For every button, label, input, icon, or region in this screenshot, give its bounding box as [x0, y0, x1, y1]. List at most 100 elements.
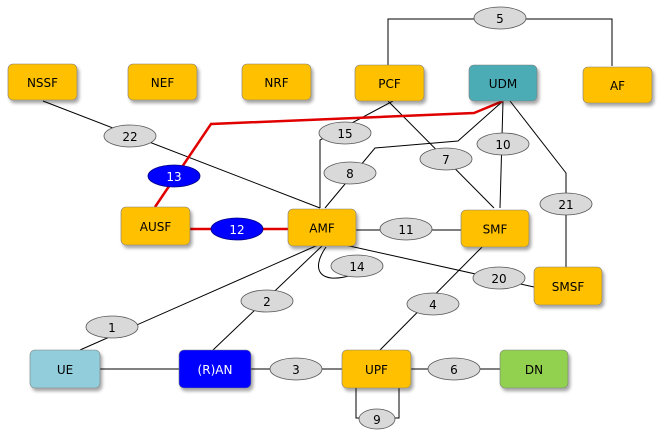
ref-point-5-label: 5 [496, 12, 504, 26]
nf-box-nrf: NRF [241, 63, 312, 101]
ref-point-3-label: 3 [292, 363, 300, 377]
ref-point-11-label: 11 [398, 223, 413, 237]
ref-point-15-shape [318, 121, 372, 145]
ref-point-22-label: 22 [122, 130, 137, 144]
ref-point-14-label: 14 [349, 260, 364, 274]
nf-box-amf-shape [287, 208, 357, 247]
ref-point-1-label: 1 [108, 321, 116, 335]
nf-label-pcf: PCF [378, 77, 401, 91]
ref-point-10: 10 [476, 132, 530, 156]
ref-point-15-label: 15 [337, 127, 352, 141]
ref-point-9-shape [358, 408, 396, 430]
ref-point-8: 8 [323, 161, 377, 185]
nf-box-pcf: PCF [354, 64, 425, 102]
nf-label-smf: SMF [483, 223, 508, 237]
ref-point-22-shape [103, 124, 157, 148]
nf-box-ausf: AUSF [120, 206, 191, 246]
link-nssf-amf [42, 100, 321, 209]
nf-box-upf-shape [341, 349, 412, 389]
ref-point-12-shape [210, 217, 264, 241]
nf-label-nrf: NRF [264, 76, 288, 90]
nf-box-upf: UPF [341, 349, 412, 389]
nf-box-smf-shape [460, 209, 530, 248]
nf-box-ausf-shape [120, 206, 191, 246]
ref-point-14: 14 [330, 254, 384, 278]
ref-point-8-shape [323, 161, 377, 185]
ref-point-1-shape [85, 315, 139, 339]
link-udm-smsf [509, 100, 567, 267]
nf-box-nrf-shape [241, 63, 312, 101]
ref-point-21: 21 [539, 192, 593, 216]
nf-box-ue: UE [29, 349, 101, 389]
ref-point-7: 7 [419, 147, 473, 171]
nf-box-af-shape [582, 66, 653, 104]
ref-point-20-shape [472, 266, 526, 290]
nf-label-ausf: AUSF [140, 220, 172, 234]
nf-label-ue: UE [57, 363, 73, 377]
ref-point-1: 1 [85, 315, 139, 339]
ref-point-10-shape [476, 132, 530, 156]
ref-point-11: 11 [379, 217, 433, 241]
nf-box-nssf: NSSF [7, 63, 78, 101]
ref-point-12-label: 12 [229, 223, 244, 237]
ref-point-10-label: 10 [495, 138, 510, 152]
link-pcf-amf [319, 100, 394, 208]
ref-point-9-label: 9 [373, 413, 381, 427]
ref-point-4-label: 4 [429, 298, 437, 312]
nf-box-smf: SMF [460, 209, 530, 248]
nf-box-nssf-shape [7, 63, 78, 101]
nf-box-dn-shape [499, 349, 569, 389]
nf-box-pcf-shape [354, 64, 425, 102]
ref-point-22: 22 [103, 124, 157, 148]
ref-point-21-label: 21 [558, 198, 573, 212]
nf-label-udm: UDM [489, 77, 517, 91]
nf-box-smsf-shape [533, 266, 603, 306]
ref-point-9: 9 [358, 408, 396, 430]
ref-point-13-shape [147, 164, 201, 188]
ref-point-13-label: 13 [166, 170, 181, 184]
ref-point-21-shape [539, 192, 593, 216]
ref-point-6: 6 [427, 357, 481, 381]
ref-point-20: 20 [472, 266, 526, 290]
ref-point-7-label: 7 [442, 153, 450, 167]
nf-label-af: AF [610, 79, 625, 93]
nf-label-upf: UPF [365, 363, 388, 377]
nf-label-amf: AMF [309, 222, 335, 236]
ref-point-3-shape [269, 357, 323, 381]
ref-point-4: 4 [406, 292, 460, 316]
nf-label-smsf: SMSF [552, 280, 585, 294]
link-amf-loop [318, 246, 353, 279]
ref-point-14-shape [330, 254, 384, 278]
ref-point-2-label: 2 [263, 295, 271, 309]
nf-box-ue-shape [29, 349, 101, 389]
ref-point-4-shape [406, 292, 460, 316]
network-functions: NSSF NEF NRF PCF UDM AF AUSF AMF SMF SMSF UE (R)AN U… [7, 63, 653, 389]
ref-point-12: 12 [210, 217, 264, 241]
ref-point-2-shape [240, 289, 294, 313]
ref-point-6-label: 6 [450, 363, 458, 377]
nf-box-smsf: SMSF [533, 266, 603, 306]
ref-point-3: 3 [269, 357, 323, 381]
ref-point-20-label: 20 [491, 272, 506, 286]
nf-label-dn: DN [525, 363, 543, 377]
nf-box-ran: (R)AN [178, 349, 252, 389]
nf-box-amf: AMF [287, 208, 357, 247]
nf-label-nssf: NSSF [27, 76, 58, 90]
nf-box-nef-shape [127, 63, 198, 101]
nf-box-dn: DN [499, 349, 569, 389]
nf-box-udm-shape [468, 64, 538, 102]
nf-box-udm: UDM [468, 64, 538, 102]
nf-box-nef: NEF [127, 63, 198, 101]
ref-point-6-shape [427, 357, 481, 381]
nf-label-ran: (R)AN [198, 363, 233, 377]
ref-point-15: 15 [318, 121, 372, 145]
ref-point-13: 13 [147, 164, 201, 188]
nf-box-ran-shape [178, 349, 252, 389]
nf-box-af: AF [582, 66, 653, 104]
ref-point-2: 2 [240, 289, 294, 313]
ref-point-5: 5 [473, 6, 527, 30]
ref-point-8-label: 8 [346, 167, 354, 181]
nf-label-nef: NEF [151, 76, 175, 90]
